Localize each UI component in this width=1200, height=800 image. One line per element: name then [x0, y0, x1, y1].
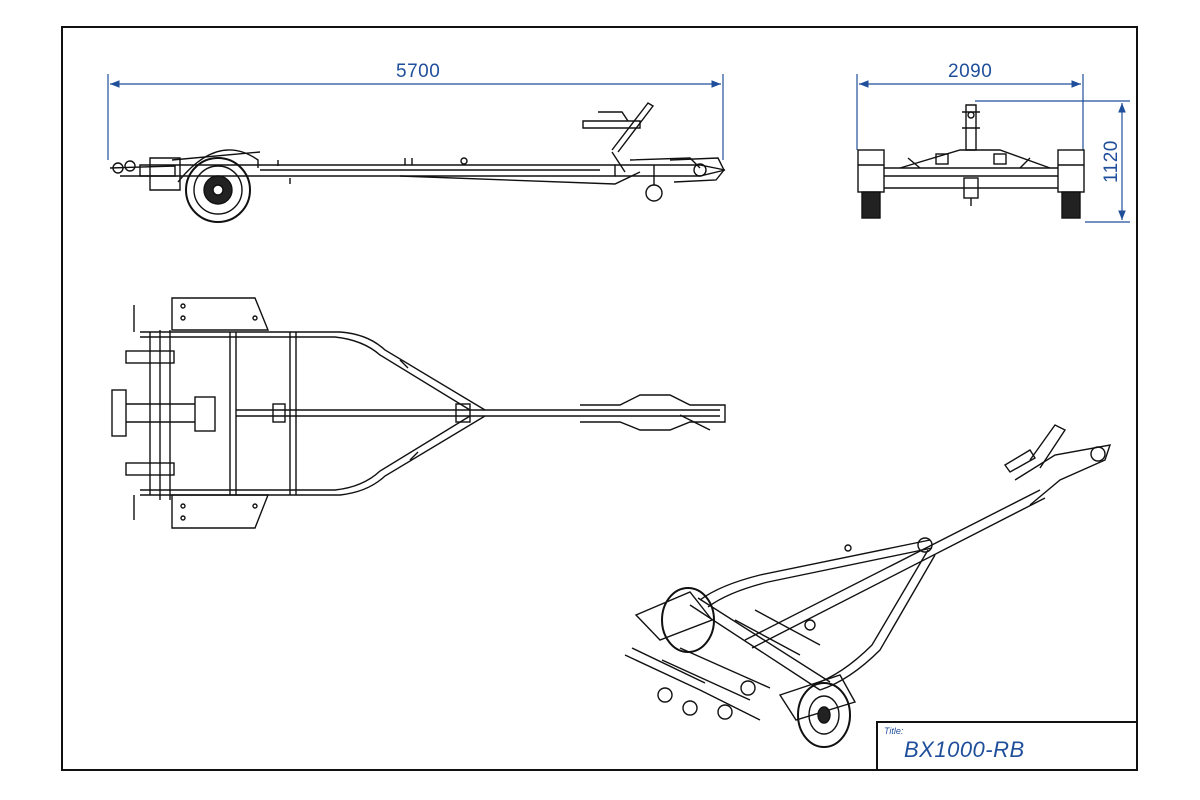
front-view	[857, 104, 1085, 219]
side-view	[109, 102, 726, 223]
title-label: Title:	[884, 726, 904, 736]
dimension-height-text: 1120	[1101, 140, 1122, 183]
title-block: Title: BX1000-RB	[876, 721, 1137, 770]
title-value: BX1000-RB	[904, 737, 1025, 762]
top-view	[111, 297, 726, 529]
isometric-view	[624, 424, 1112, 748]
dimension-width	[856, 74, 1084, 150]
dimension-length	[107, 74, 724, 160]
dimension-height	[975, 100, 1130, 223]
dimension-length-text: 5700	[396, 61, 441, 82]
drawing-frame	[61, 26, 1138, 771]
dimension-width-text: 2090	[948, 61, 993, 82]
